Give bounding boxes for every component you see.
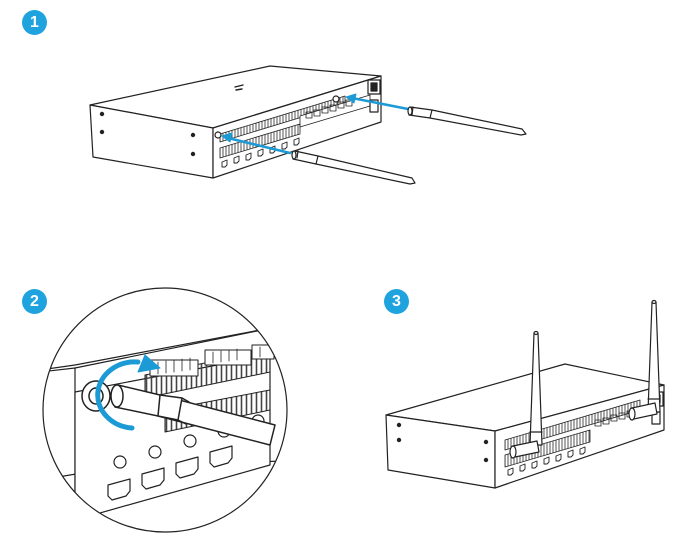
step-1-illustration xyxy=(90,66,526,184)
screw xyxy=(100,112,103,115)
step-2-illustration xyxy=(40,288,300,540)
antenna-jack xyxy=(333,96,339,102)
screw xyxy=(191,133,194,136)
step-3-illustration xyxy=(386,301,664,489)
screw xyxy=(100,130,103,133)
screw xyxy=(484,440,487,443)
antenna-icon xyxy=(292,151,415,184)
screw xyxy=(191,152,194,155)
screw xyxy=(397,438,400,441)
screw xyxy=(484,458,487,461)
antenna-icon xyxy=(408,107,526,135)
antenna-jack xyxy=(215,132,221,138)
screw xyxy=(397,423,400,426)
